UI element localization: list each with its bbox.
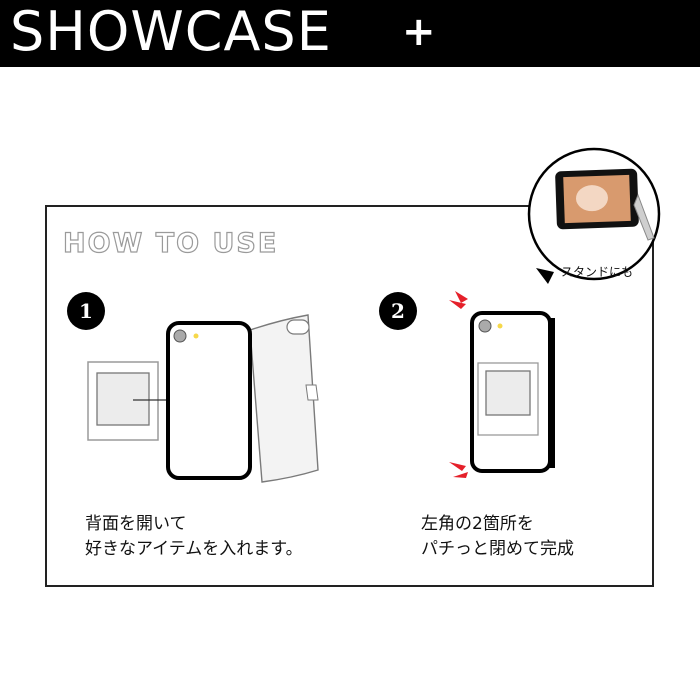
plus-icon: +	[402, 9, 436, 55]
phone-case-step2	[470, 311, 555, 473]
step1-caption: 背面を開いて 好きなアイテムを入れます。	[85, 512, 303, 562]
phone-case-step1	[166, 321, 252, 480]
click-mark-bottom-icon	[449, 462, 468, 478]
step2-caption-line1: 左角の2箇所を	[421, 514, 534, 534]
stand-bubble	[527, 147, 661, 284]
step2-caption-line2: パチっと閉めて完成	[421, 539, 574, 559]
step2-caption: 左角の2箇所を パチっと閉めて完成	[421, 512, 574, 562]
how-to-title: HOW TO USE	[62, 227, 279, 259]
step1-caption-line1: 背面を開いて	[85, 514, 187, 534]
brand-logo: SHOWCASE	[10, 0, 332, 63]
open-cover-illustration	[249, 314, 319, 483]
step2-number-badge: 2	[379, 292, 417, 330]
step1-caption-line2: 好きなアイテムを入れます。	[85, 539, 303, 559]
click-mark-top-icon	[449, 291, 468, 309]
stand-label: スタンドにも	[561, 265, 634, 279]
step1-number-badge: 1	[67, 292, 105, 330]
header-bar: SHOWCASE +	[0, 0, 700, 67]
photo-card-illustration	[87, 361, 159, 441]
